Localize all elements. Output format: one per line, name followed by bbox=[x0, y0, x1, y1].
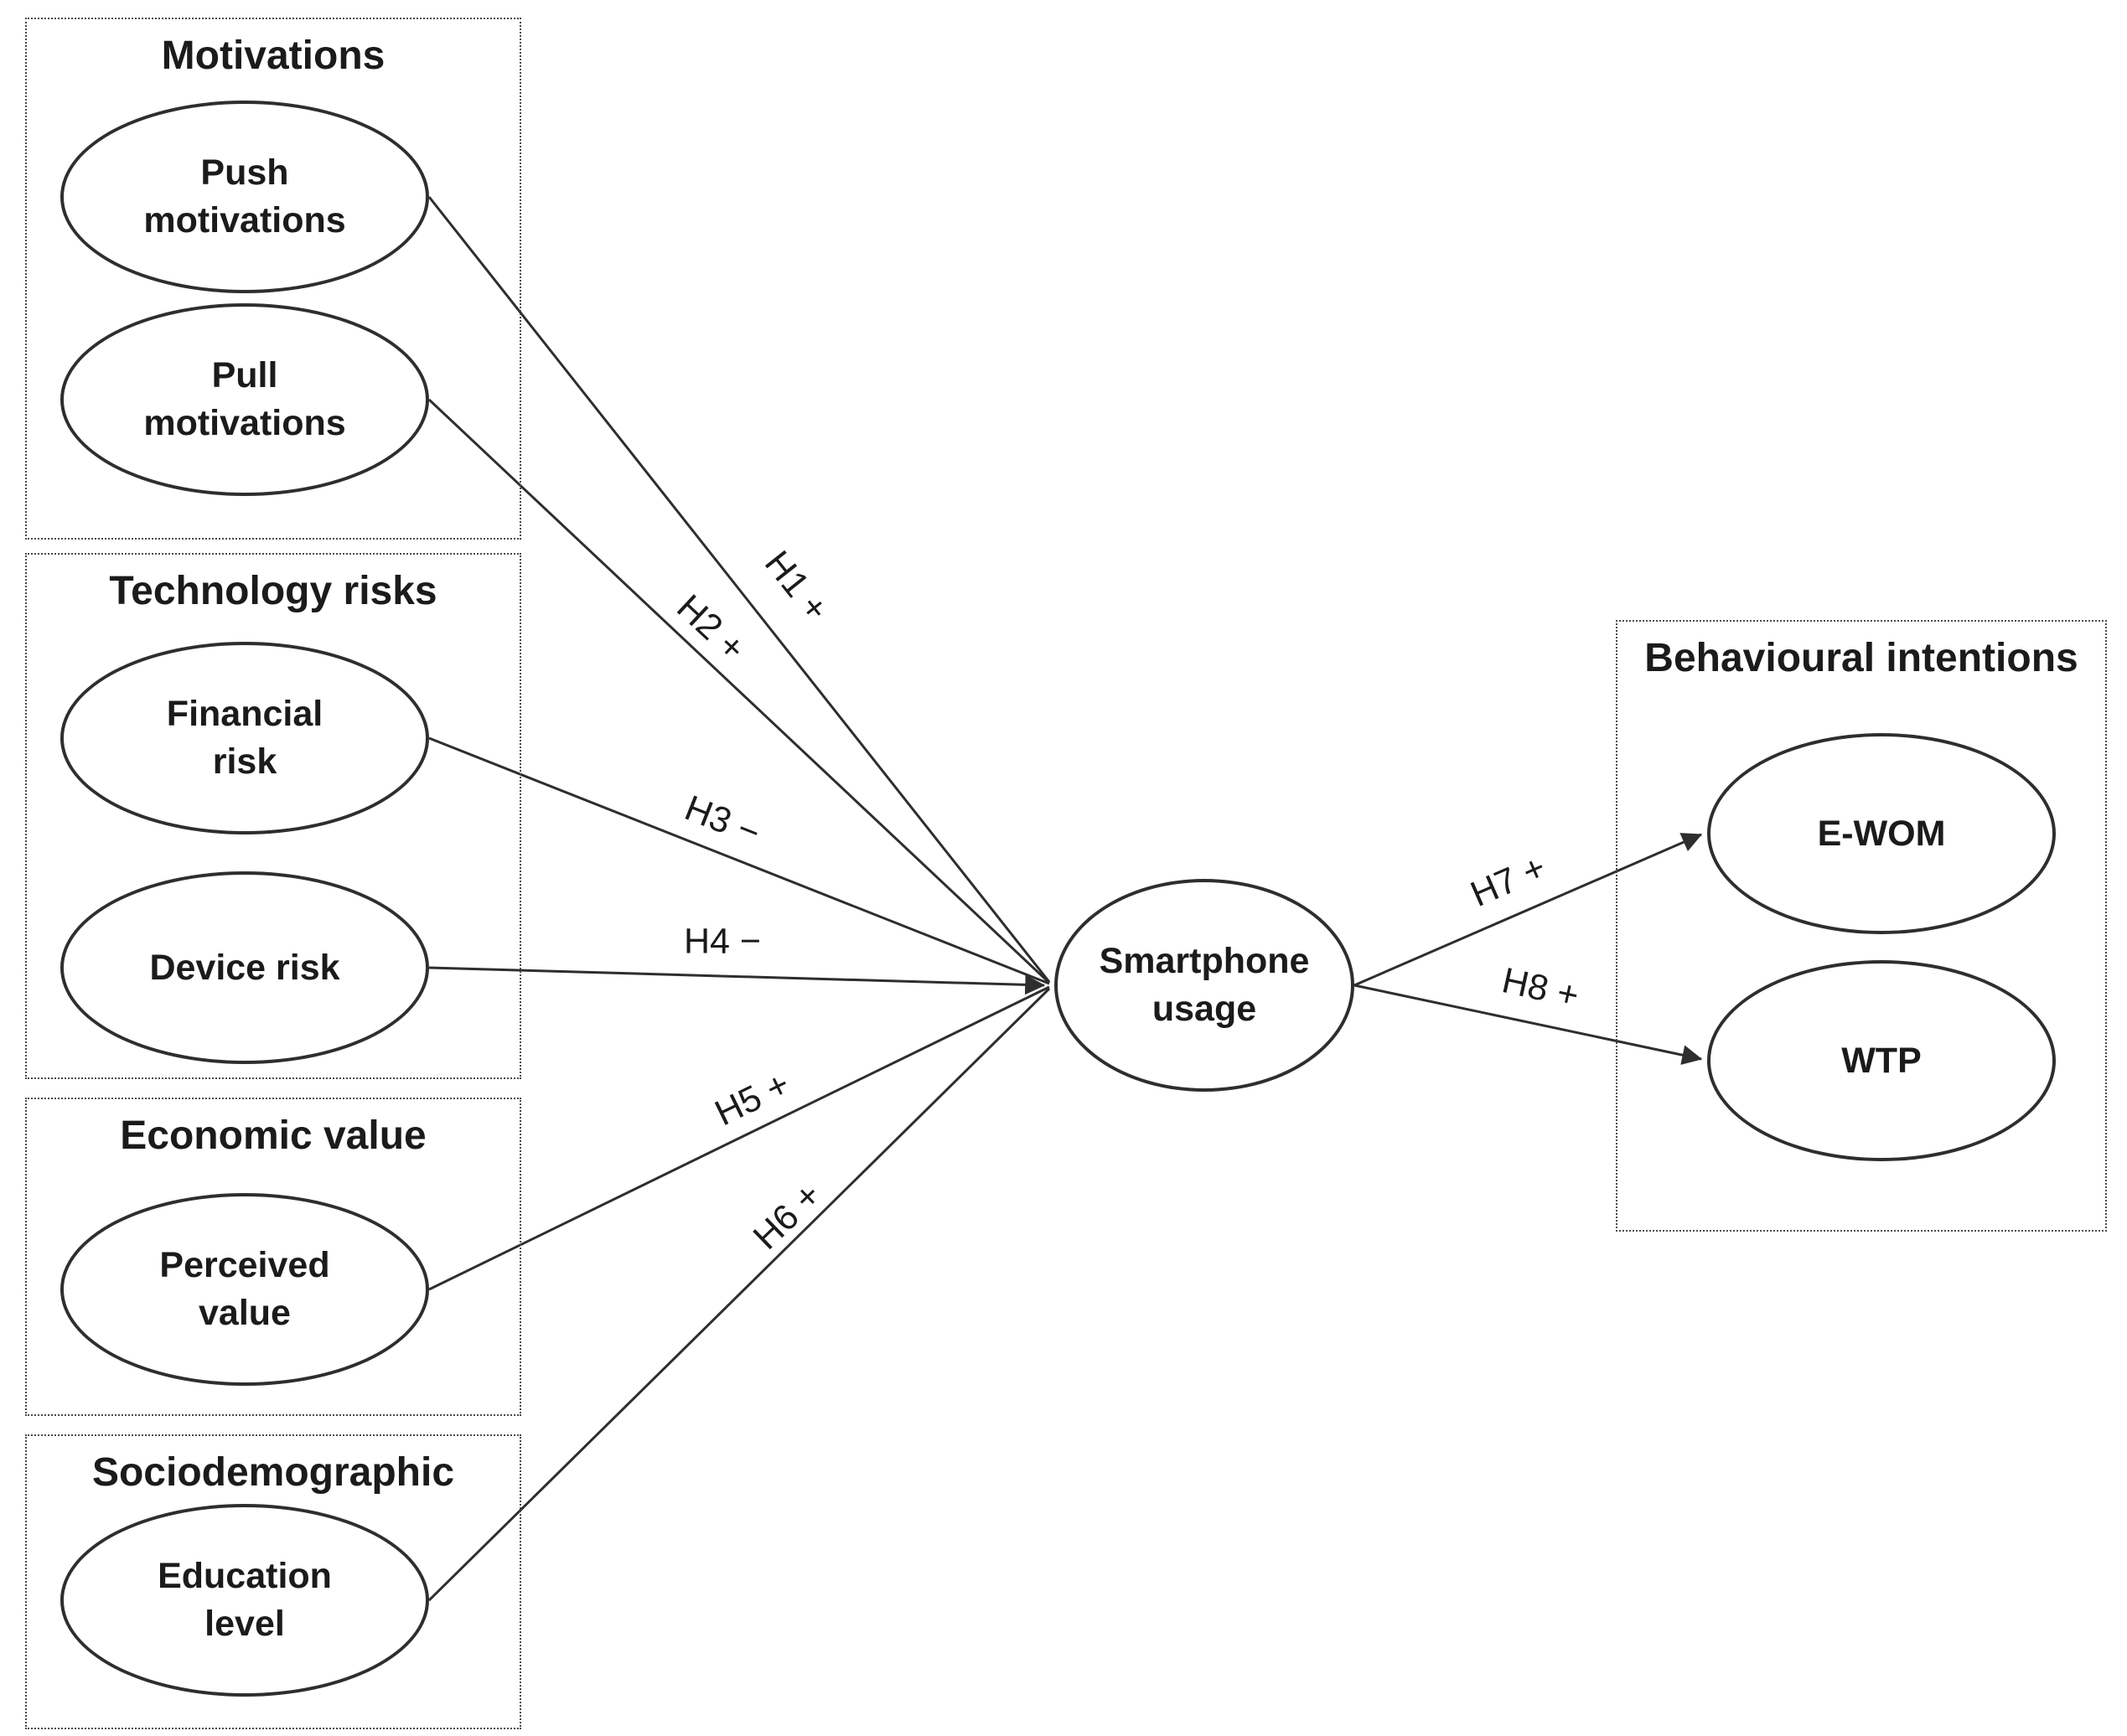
group-box-behavioural-intentions: Behavioural intentions bbox=[1616, 620, 2107, 1232]
group-title-motivations: Motivations bbox=[161, 34, 386, 78]
node-label-device-risk: Device risk bbox=[149, 947, 340, 988]
node-label-perceived-value: Perceived value bbox=[159, 1245, 330, 1333]
node-label-education-level: Education level bbox=[158, 1556, 332, 1644]
edge-h3-line bbox=[428, 736, 1050, 985]
node-perceived-value: Perceived value bbox=[60, 1193, 429, 1386]
group-title-behavioural-intentions: Behavioural intentions bbox=[1644, 636, 2078, 680]
node-label-smartphone-usage: Smartphone usage bbox=[1099, 941, 1310, 1029]
node-smartphone-usage: Smartphone usage bbox=[1054, 879, 1354, 1092]
node-label-pull-motivations: Pull motivations bbox=[143, 355, 346, 443]
edge-h7-line bbox=[1353, 833, 1703, 987]
node-push-motivations: Push motivations bbox=[60, 101, 429, 293]
edge-h8-line bbox=[1353, 984, 1703, 1065]
node-financial-risk: Financial risk bbox=[60, 642, 429, 834]
group-title-technology-risks: Technology risks bbox=[109, 569, 437, 613]
edge-h4-line bbox=[428, 966, 1046, 995]
node-label-financial-risk: Financial risk bbox=[166, 694, 323, 782]
node-label-push-motivations: Push motivations bbox=[143, 152, 346, 240]
edge-h6-line bbox=[427, 987, 1051, 1602]
node-education-level: Education level bbox=[60, 1504, 429, 1697]
edge-h5-line bbox=[428, 985, 1050, 1291]
edge-h2-line bbox=[427, 398, 1051, 984]
node-label-ewom: E-WOM bbox=[1817, 813, 1946, 854]
edge-h1-line bbox=[427, 196, 1051, 983]
node-label-wtp: WTP bbox=[1841, 1040, 1922, 1081]
node-pull-motivations: Pull motivations bbox=[60, 303, 429, 496]
group-title-economic-value: Economic value bbox=[120, 1113, 427, 1158]
node-ewom: E-WOM bbox=[1707, 733, 2056, 934]
group-box-sociodemographic: Sociodemographic bbox=[25, 1434, 521, 1729]
node-wtp: WTP bbox=[1707, 960, 2056, 1161]
group-box-motivations: Motivations bbox=[25, 18, 521, 540]
node-device-risk: Device risk bbox=[60, 871, 429, 1064]
hypothesis-label-h4: H4 − bbox=[683, 921, 762, 962]
group-box-technology-risks: Technology risks bbox=[25, 553, 521, 1079]
group-box-economic-value: Economic value bbox=[25, 1098, 521, 1416]
group-title-sociodemographic: Sociodemographic bbox=[91, 1450, 455, 1495]
